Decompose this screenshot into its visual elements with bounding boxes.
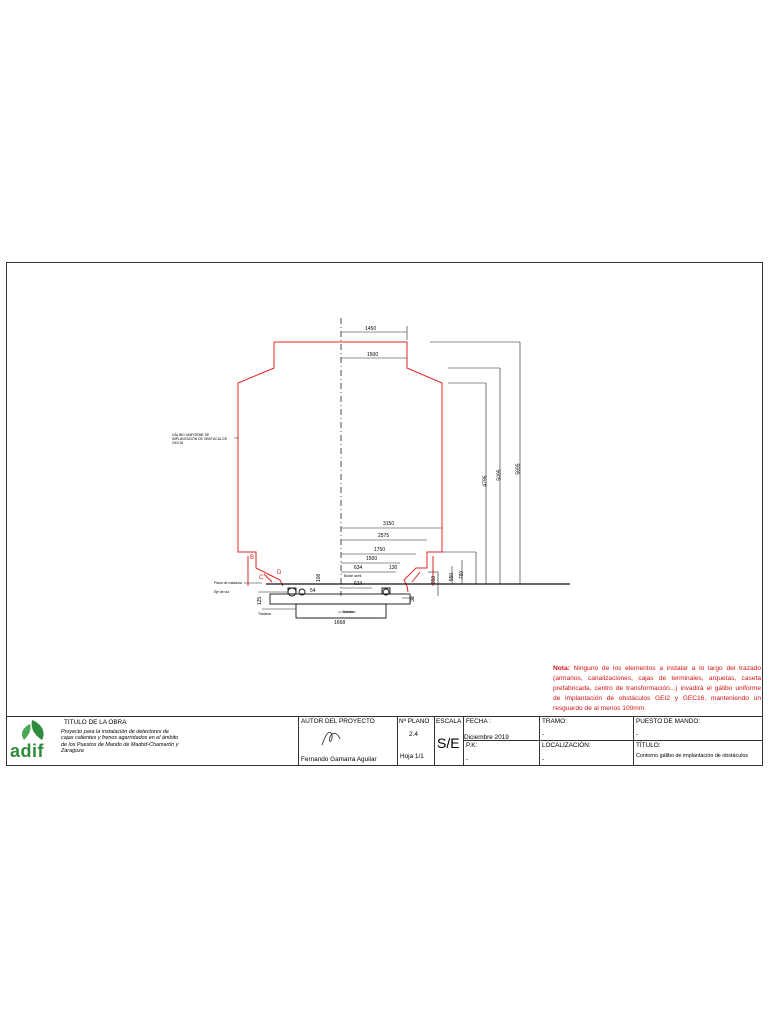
dim-3150: 3150 xyxy=(383,521,395,527)
axis-label: Eje de vía xyxy=(214,590,230,594)
dim-760: 760 xyxy=(459,570,466,580)
dim-top-inner: 1500 xyxy=(367,352,379,358)
drawing-sheet-frame xyxy=(6,262,763,766)
rail-plane-label: Plano de rodadura xyxy=(214,581,242,585)
date-value: Diciembre 2019 xyxy=(464,734,509,741)
scale-cell xyxy=(434,716,463,765)
note-block: Nota: Ninguno de los elementos a instala… xyxy=(553,664,761,714)
note-label: Nota: xyxy=(553,665,570,672)
dim-1750: 1750 xyxy=(374,547,386,553)
ballast-bed xyxy=(295,603,387,619)
plan-no: 2.4 xyxy=(409,731,418,738)
title-label: TÍTULO: xyxy=(636,742,661,749)
dim-350: 350 xyxy=(431,575,438,585)
control-cell xyxy=(633,716,763,765)
ballast-label: Balasto xyxy=(343,610,355,614)
work-title-label: TITULO DE LA OBRA xyxy=(64,719,127,726)
right-divider xyxy=(539,740,763,741)
dim-125: 125 xyxy=(257,596,264,606)
section-value: - xyxy=(542,731,545,738)
dim-top-outer: 1450 xyxy=(365,326,377,332)
date-label: FECHA : xyxy=(466,718,491,725)
control-value: - xyxy=(636,731,639,738)
author-cell xyxy=(298,716,397,765)
dim-1668: 1668 xyxy=(334,620,346,626)
title-value: Contorno gálibo de implantación de obstá… xyxy=(636,753,749,759)
point-b-label: B xyxy=(250,555,255,561)
pk-value: - xyxy=(466,756,469,763)
plan-no-cell xyxy=(397,716,434,765)
point-d-label: D xyxy=(277,570,282,576)
label-leaders xyxy=(234,437,414,613)
dim-108: 108 xyxy=(316,573,323,583)
rail-edge-label: Borde carril xyxy=(344,574,362,578)
gauge-step-right xyxy=(411,556,434,586)
dim-550: 550 xyxy=(449,572,456,582)
adif-logo: adif xyxy=(10,741,45,761)
vertical-dimensions xyxy=(428,341,521,596)
signature-icon xyxy=(321,731,341,746)
title-block-top-border xyxy=(6,716,763,717)
dim-634b: 634 xyxy=(354,581,363,587)
work-title: Proyecto para la instalación de detector… xyxy=(61,729,179,755)
date-divider xyxy=(463,740,539,741)
dim-2575: 2575 xyxy=(378,533,390,539)
note-text: Ninguno de los elementos a instalar a lo… xyxy=(553,665,761,712)
pk-label: P.K: xyxy=(466,742,478,749)
adif-leaf-icon xyxy=(22,720,44,740)
dim-4795: 4795 xyxy=(482,475,489,487)
lower-dimensions xyxy=(302,527,442,619)
dim-1500: 1500 xyxy=(366,556,378,562)
plan-no-label: Nº PLANO xyxy=(399,718,430,725)
gauge-step-left xyxy=(247,556,273,586)
scale-value: S/E xyxy=(437,735,460,751)
sleeper-label: Traviesa xyxy=(258,612,271,616)
point-c-label: C xyxy=(259,575,264,581)
author-name: Fernando Gamarra Aguilar xyxy=(301,756,377,763)
dim-5095: 5095 xyxy=(496,469,503,481)
dim-130: 130 xyxy=(389,565,398,571)
scale-label: ESCALA : xyxy=(436,718,465,725)
dim-38: 38 xyxy=(409,596,416,602)
control-label: PUESTO DE MANDO: xyxy=(636,718,701,725)
top-dimensions xyxy=(341,326,408,359)
location-label: LOCALIZACIÓN: xyxy=(542,742,591,749)
dim-54: 54 xyxy=(310,588,316,594)
gauge-label: GÁLIBO UNIFORME DE IMPLANTACIÓN DE OBSTÁ… xyxy=(172,433,227,445)
gauge-outline xyxy=(237,341,443,593)
sheet-number: Hoja 1/1 xyxy=(400,753,424,760)
dim-634: 634 xyxy=(354,565,363,571)
author-label: AUTOR DEL PROYECTO xyxy=(301,718,375,725)
section-label: TRAMO: xyxy=(542,718,567,725)
location-value: - xyxy=(542,756,545,763)
rails xyxy=(287,587,391,597)
dim-5695: 5695 xyxy=(515,463,522,475)
